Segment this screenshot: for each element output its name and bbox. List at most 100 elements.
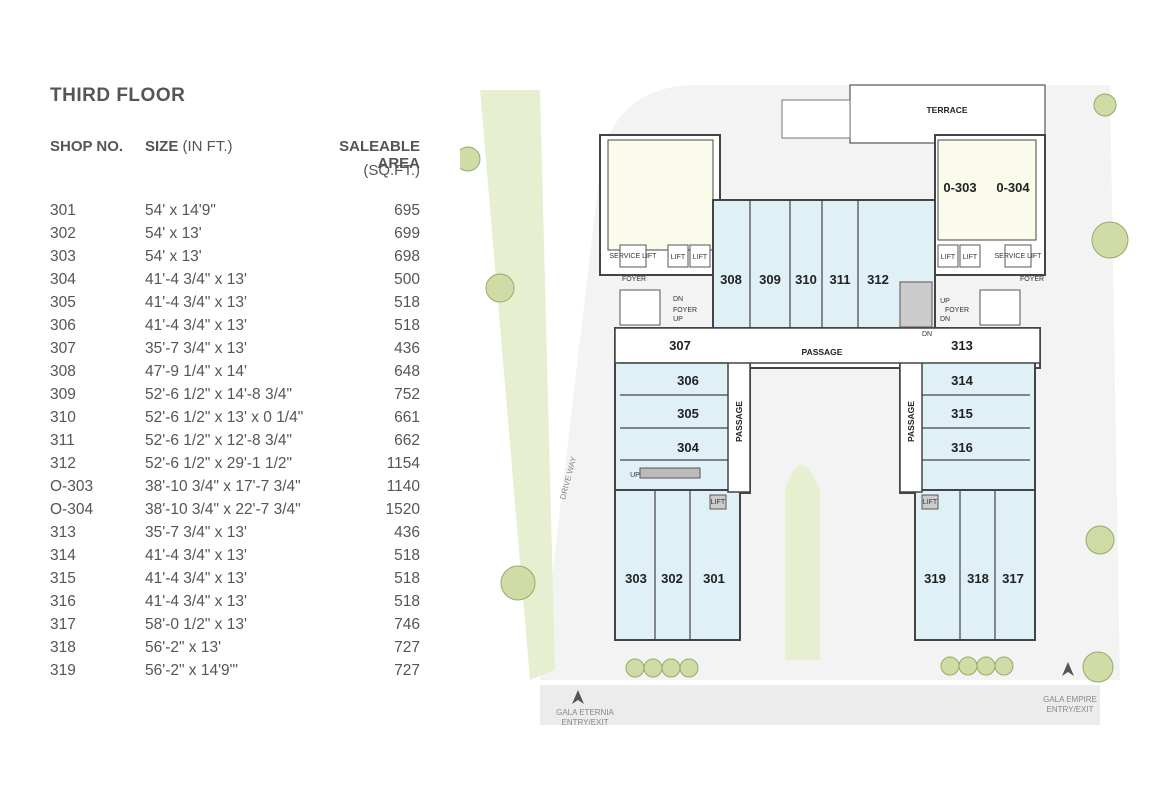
up-left-label: UP [673, 316, 683, 323]
header-shop-no: SHOP NO. [50, 138, 124, 155]
header-size: SIZE (IN FT.) [145, 138, 233, 155]
cell-area: 746 [394, 616, 420, 633]
service-lift-left-label: SERVICE LIFT [610, 253, 658, 260]
left-bottom-wing [614, 489, 741, 641]
unit-306: 306 [677, 373, 699, 388]
cell-shop: 302 [50, 225, 76, 242]
cell-shop: 317 [50, 616, 76, 633]
foyer-right-label: FOYER [945, 307, 969, 314]
cell-area: 500 [394, 271, 420, 288]
passage-main [614, 327, 1041, 364]
cell-shop: 318 [50, 639, 76, 656]
entry-left-line2: ENTRY/EXIT [562, 718, 609, 727]
cell-shop: 315 [50, 570, 76, 587]
dn-right-label: DN [940, 316, 950, 323]
cell-size: 56'-2" x 13' [145, 639, 222, 656]
cell-area: 648 [394, 363, 420, 380]
lift-6-label: LIFT [923, 499, 938, 506]
cell-area: 662 [394, 432, 420, 449]
shop-table-panel: THIRD FLOOR SHOP NO. SIZE (IN FT.) SALEA… [0, 0, 440, 800]
cell-size: 38'-10 3/4" x 17'-7 3/4" [145, 478, 301, 495]
right-bottom-wing [914, 489, 1036, 641]
unit-314: 314 [951, 373, 973, 388]
up-bottom-label: UP [630, 472, 640, 479]
passage-left-label: PASSAGE [734, 401, 744, 442]
cell-area: 1154 [386, 455, 420, 472]
cell-area: 518 [394, 570, 420, 587]
green-center [785, 465, 820, 660]
cell-shop: 309 [50, 386, 76, 403]
cell-area: 1140 [386, 478, 420, 495]
table-row: 315 41'-4 3/4" x 13' 518 [50, 570, 420, 593]
cell-size: 41'-4 3/4" x 13' [145, 294, 247, 311]
lift-3-label: LIFT [941, 254, 956, 261]
cell-area: 518 [394, 593, 420, 610]
cell-size: 52'-6 1/2" x 13' x 0 1/4" [145, 409, 304, 426]
table-row: 310 52'-6 1/2" x 13' x 0 1/4" 661 [50, 409, 420, 432]
passage-right-label: PASSAGE [906, 401, 916, 442]
entry-right-line1: GALA EMPIRE [1043, 695, 1097, 704]
top-left-office [607, 139, 714, 251]
cell-shop: 304 [50, 271, 76, 288]
north-arrow-left-icon [572, 690, 584, 704]
up-right-label: UP [940, 298, 950, 305]
cell-shop: 313 [50, 524, 76, 541]
cell-size: 38'-10 3/4" x 22'-7 3/4" [145, 501, 301, 518]
cell-size: 41'-4 3/4" x 13' [145, 570, 247, 587]
terrace-label: TERRACE [926, 105, 967, 115]
cell-shop: 303 [50, 248, 76, 265]
cell-size: 35'-7 3/4" x 13' [145, 340, 247, 357]
cell-area: 699 [394, 225, 420, 242]
cell-size: 54' x 14'9" [145, 202, 216, 219]
unit-307: 307 [669, 338, 691, 353]
unit-dividers [620, 200, 1030, 640]
entry-right-line2: ENTRY/EXIT [1047, 705, 1094, 714]
cell-size: 41'-4 3/4" x 13' [145, 593, 247, 610]
foyer-left-2-label: FOYER [622, 276, 646, 283]
cell-size: 47'-9 1/4" x 14' [145, 363, 247, 380]
unit-310: 310 [795, 272, 817, 287]
unit-304: 304 [677, 440, 699, 455]
cell-shop: 306 [50, 317, 76, 334]
cores [619, 244, 1032, 510]
unit-308: 308 [720, 272, 742, 287]
cell-size: 35'-7 3/4" x 13' [145, 524, 247, 541]
passage-label: PASSAGE [802, 347, 843, 357]
green-strip-left [480, 90, 555, 680]
foyer-right-2-label: FOYER [1020, 276, 1044, 283]
header-area-unit: (SQ.FT.) [363, 162, 420, 179]
cell-shop: 301 [50, 202, 76, 219]
unit-319: 319 [924, 571, 946, 586]
lift-2-label: LIFT [693, 254, 708, 261]
unit-305: 305 [677, 406, 699, 421]
lift-1-label: LIFT [671, 254, 686, 261]
unit-301: 301 [703, 571, 725, 586]
north-arrow-right-icon [1062, 662, 1074, 676]
cell-size: 41'-4 3/4" x 13' [145, 317, 247, 334]
lift-4-label: LIFT [963, 254, 978, 261]
header-saleable-area: SALEABLE AREA [339, 138, 420, 172]
cell-area: 518 [394, 547, 420, 564]
service-lift-right-label: SERVICE LIFT [995, 253, 1043, 260]
unit-316: 316 [951, 440, 973, 455]
cell-area: 661 [394, 409, 420, 426]
cell-shop: 310 [50, 409, 76, 426]
terrace-annex [781, 99, 851, 139]
entry-left-line1: GALA ETERNIA [556, 708, 614, 717]
unit-318: 318 [967, 571, 989, 586]
cell-shop: O-303 [50, 478, 94, 495]
cell-area: 436 [394, 524, 420, 541]
top-right-office [937, 139, 1037, 241]
